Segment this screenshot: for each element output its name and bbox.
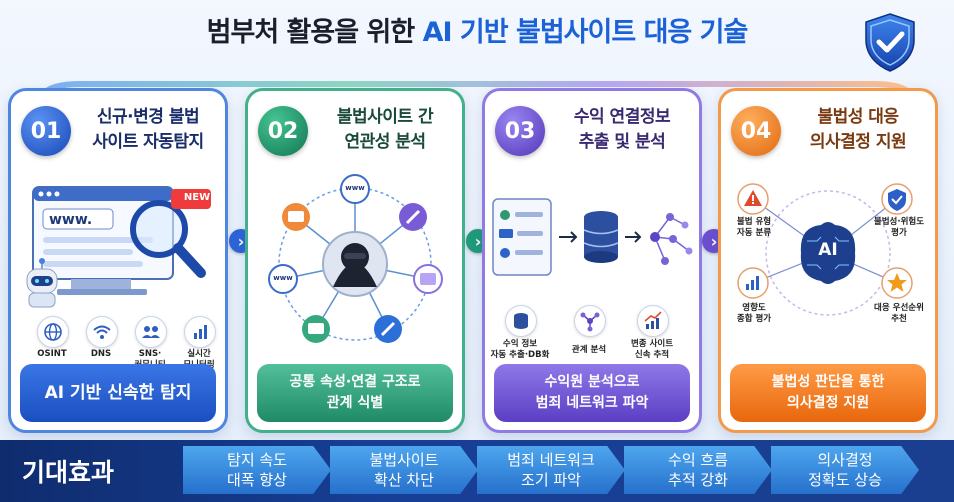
page-title: 범부처 활용을 위한 AI 기반 불법사이트 대응 기술 xyxy=(0,10,954,49)
node-www-top: www xyxy=(345,184,365,192)
effect-3: 범죄 네트워크 조기 파악 xyxy=(477,446,625,494)
step-title-4-line1: 불법성 대응 xyxy=(817,107,899,127)
item-label-priority: 대응 우선순위 추천 xyxy=(874,303,924,324)
step-title-2-line1: 불법사이트 간 xyxy=(336,107,434,127)
effect-2-line2: 확산 차단 xyxy=(374,471,434,489)
effect-2: 불법사이트 확산 차단 xyxy=(330,446,478,494)
step-title-2: 불법사이트 간 연관성 분석 xyxy=(310,105,460,155)
effect-1: 탐지 속도 대폭 향상 xyxy=(183,446,331,494)
step-summary-3-line1: 수익원 분석으로 xyxy=(544,374,640,390)
effect-1-line1: 탐지 속도 xyxy=(227,451,287,469)
new-badge: NEW xyxy=(183,192,211,203)
step-title-3: 수익 연결정보 추출 및 분석 xyxy=(547,105,697,155)
step-card-4: 04 불법성 대응 의사결정 지원 AI 불법 유형 자동 분류 불법성·위험도… xyxy=(718,88,938,433)
step-number-1: 01 xyxy=(21,106,71,156)
icon-label-db: 수익 정보 자동 추출·DB화 xyxy=(490,339,550,360)
step-summary-1-line1: AI 기반 신속한 탐지 xyxy=(44,382,192,403)
step-summary-4-line1: 불법성 판단을 통한 xyxy=(771,374,885,390)
expected-effects-label: 기대효과 xyxy=(22,458,115,487)
database-icon xyxy=(505,305,537,337)
network-icon xyxy=(574,305,606,337)
icon-label-dns: DNS xyxy=(90,349,112,359)
ai-center-label: AI xyxy=(818,240,838,260)
step-summary-4: 불법성 판단을 통한 의사결정 지원 xyxy=(730,364,926,422)
effect-1-line2: 대폭 향상 xyxy=(227,471,287,489)
trend-icon xyxy=(637,305,669,337)
step-summary-3: 수익원 분석으로 범죄 네트워크 파악 xyxy=(494,364,690,422)
globe-icon xyxy=(37,316,69,348)
step-title-4-line2: 의사결정 지원 xyxy=(809,132,907,152)
step-title-3-line2: 추출 및 분석 xyxy=(578,132,666,152)
step-summary-3-line2: 범죄 네트워크 파악 xyxy=(535,395,649,411)
effect-2-line1: 불법사이트 xyxy=(369,451,439,469)
title-accent: AI 기반 불법사이트 대응 기술 xyxy=(422,17,749,48)
hacker-network-illustration xyxy=(268,174,443,343)
title-main: 범부처 활용을 위한 xyxy=(206,17,423,48)
item-label-risk: 불법성·위험도 평가 xyxy=(873,217,925,238)
bar-chart-icon xyxy=(184,316,216,348)
step-number-4: 04 xyxy=(731,106,781,156)
step-title-2-line2: 연관성 분석 xyxy=(344,132,426,152)
effect-3-line2: 조기 파악 xyxy=(521,471,581,489)
icon-label-trace: 변종 사이트 신속 추적 xyxy=(630,339,674,360)
step-summary-4-line2: 의사결정 지원 xyxy=(786,395,870,411)
effect-4: 수익 흐름 추적 강화 xyxy=(624,446,772,494)
node-www-left: www xyxy=(273,274,293,282)
step-title-1-line2: 사이트 자동탐지 xyxy=(92,132,204,152)
ai-brain-illustration xyxy=(737,183,913,316)
effect-5-line2: 정확도 상승 xyxy=(808,471,882,489)
step-card-1: 01 신규·변경 불법 사이트 자동탐지 www. NEW xyxy=(8,88,228,433)
data-flow-illustration xyxy=(492,198,693,276)
step-title-4: 불법성 대응 의사결정 지원 xyxy=(783,105,933,155)
url-text: www. xyxy=(49,212,93,228)
effect-5: 의사결정 정확도 상승 xyxy=(771,446,919,494)
step-summary-2: 공통 속성·연결 구조로 관계 식별 xyxy=(257,364,453,422)
icon-label-osint: OSINT xyxy=(37,349,67,359)
item-label-classify: 불법 유형 자동 분류 xyxy=(736,217,772,238)
shield-check-icon xyxy=(865,13,915,72)
effect-5-line1: 의사결정 xyxy=(817,451,873,469)
step-title-3-line1: 수익 연결정보 xyxy=(573,107,671,127)
step-card-3: 03 수익 연결정보 추출 및 분석 수익 정보 자동 추출·DB화 관계 분석… xyxy=(482,88,702,433)
effect-3-line1: 범죄 네트워크 xyxy=(507,451,595,469)
step-summary-2-line1: 공통 속성·연결 구조로 xyxy=(289,374,421,390)
item-label-impact: 영향도 종합 평가 xyxy=(736,303,772,324)
wifi-icon xyxy=(86,316,118,348)
step-number-3: 03 xyxy=(495,106,545,156)
step-summary-2-line2: 관계 식별 xyxy=(326,395,384,411)
step-card-2: 02 불법사이트 간 연관성 분석 www www 공통 속성·연결 구조로 관 xyxy=(245,88,465,433)
effect-4-line1: 수익 흐름 xyxy=(668,451,728,469)
people-icon xyxy=(135,316,167,348)
step-number-2: 02 xyxy=(258,106,308,156)
icon-label-relation: 관계 분석 xyxy=(571,345,607,355)
step-title-1-line1: 신규·변경 불법 xyxy=(96,107,200,127)
step-title-1: 신규·변경 불법 사이트 자동탐지 xyxy=(73,105,223,155)
expected-effects-bar: 기대효과 탐지 속도 대폭 향상 불법사이트 확산 차단 범죄 네트워크 조기 … xyxy=(0,440,954,502)
step-summary-1: AI 기반 신속한 탐지 xyxy=(20,364,216,422)
effect-4-line2: 추적 강화 xyxy=(668,471,728,489)
browser-search-illustration xyxy=(26,186,211,308)
